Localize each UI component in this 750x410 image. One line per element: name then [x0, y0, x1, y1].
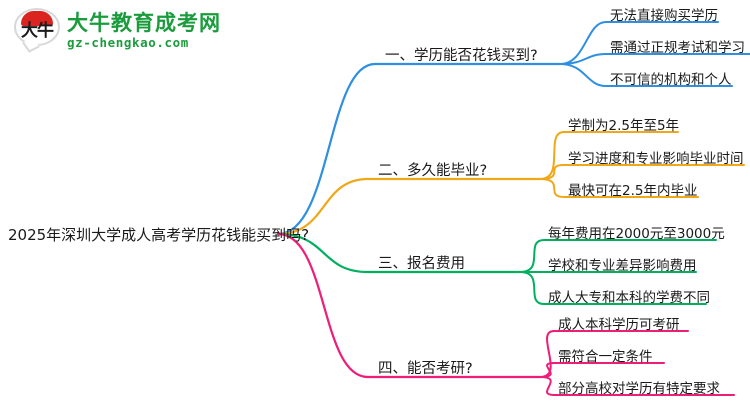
connector-line — [519, 239, 717, 273]
connector-line — [276, 177, 542, 236]
connector-line — [539, 330, 689, 378]
logo-red-cap — [21, 11, 53, 26]
connector-line — [276, 232, 542, 379]
mindmap-leaf-node[interactable]: 需符合一定条件 — [558, 349, 653, 365]
connector-line — [559, 21, 719, 65]
connector-line — [276, 232, 522, 274]
logo-mark-text: 大牛 — [21, 21, 54, 41]
mindmap-leaf-node[interactable]: 学制为2.5年至5年 — [568, 118, 680, 134]
mindmap-leaf-node[interactable]: 成人本科学历可考研 — [558, 317, 680, 333]
site-logo: 大牛 大牛教育成考网 gz-chengkao.com — [14, 8, 221, 52]
mindmap-branch-node[interactable]: 四、能否考研? — [378, 361, 473, 377]
connector-line — [539, 362, 665, 378]
logo-mark-icon: 大牛 — [14, 8, 60, 52]
connector-line — [539, 178, 699, 198]
mindmap-leaf-node[interactable]: 无法直接购买学历 — [610, 8, 718, 24]
mindmap-leaf-node[interactable]: 部分高校对学历有特定要求 — [558, 381, 720, 397]
connector-line — [539, 164, 745, 180]
connector-line — [539, 376, 735, 396]
logo-domain: gz-chengkao.com — [67, 34, 189, 50]
mindmap-leaf-node[interactable]: 最快可在2.5年内毕业 — [568, 183, 698, 199]
connector-line — [276, 62, 562, 236]
mindmap-root-node[interactable]: 2025年深圳大学成人高考学历花钱能买到吗? — [8, 226, 310, 244]
mindmap-branch-node[interactable]: 三、报名费用 — [378, 256, 465, 272]
mindmap-leaf-node[interactable]: 成人大专和本科的学费不同 — [548, 290, 710, 306]
mindmap-branch-node[interactable]: 一、学历能否花钱买到? — [385, 48, 538, 64]
mindmap-leaf-node[interactable]: 需通过正规考试和学习 — [610, 40, 745, 56]
mindmap-leaf-node[interactable]: 不可信的机构和个人 — [610, 72, 732, 88]
mindmap-branch-node[interactable]: 二、多久能毕业? — [378, 163, 488, 179]
connector-line — [519, 271, 707, 305]
mindmap-leaf-node[interactable]: 学习进度和专业影响毕业时间 — [568, 151, 744, 167]
logo-title: 大牛教育成考网 — [67, 10, 221, 35]
mindmap-leaf-node[interactable]: 每年费用在2000元至3000元 — [548, 226, 725, 242]
connector-line — [559, 63, 733, 87]
connector-line — [539, 131, 679, 180]
logo-wordmark: 大牛教育成考网 gz-chengkao.com — [67, 11, 221, 50]
mindmap-leaf-node[interactable]: 学校和专业差异影响费用 — [548, 258, 697, 274]
